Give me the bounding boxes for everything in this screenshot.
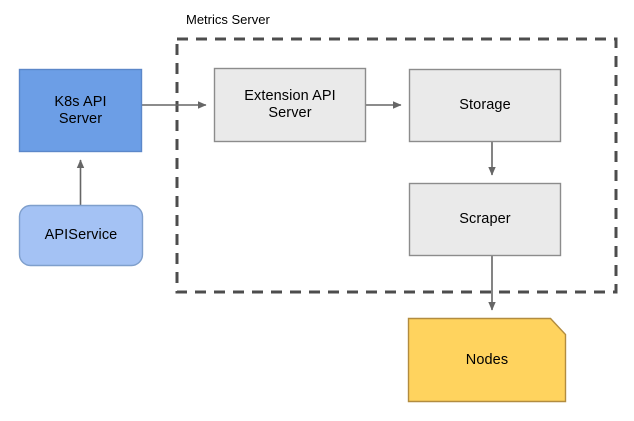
node-apiservice[interactable] (18, 204, 144, 267)
node-nodes[interactable] (407, 317, 567, 403)
metrics-server-boundary (175, 37, 618, 294)
node-scraper[interactable] (408, 182, 562, 257)
node-storage[interactable] (408, 68, 562, 143)
node-extension-api-server[interactable] (213, 67, 367, 143)
node-k8s-api-server[interactable] (18, 68, 143, 153)
metrics-server-boundary-label: Metrics Server (186, 12, 270, 27)
